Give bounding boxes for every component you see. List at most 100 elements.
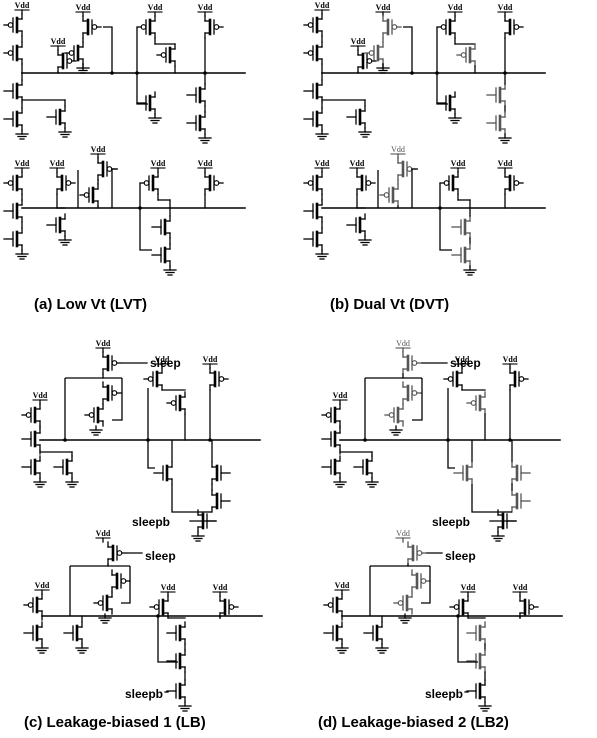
junction-dot xyxy=(146,438,150,442)
pmos-bubble xyxy=(368,50,375,56)
pmos-bubble xyxy=(143,180,150,186)
wire xyxy=(139,183,152,251)
wire xyxy=(411,168,418,208)
wire xyxy=(471,484,505,513)
junction-dot xyxy=(456,614,460,618)
sleepb-label: sleepb xyxy=(432,515,470,529)
pmos-bubble xyxy=(65,180,72,186)
vdd-label: Vdd xyxy=(96,339,111,348)
wire xyxy=(412,378,423,421)
pmos-bubble xyxy=(213,180,220,186)
vdd-label: Vdd xyxy=(15,1,30,10)
vdd-label: Vdd xyxy=(350,159,365,168)
pmos-bubble xyxy=(307,50,314,56)
pmos-bubble xyxy=(7,22,14,28)
pmos-bubble xyxy=(307,22,314,28)
pmos-bubble xyxy=(218,376,225,382)
vdd-label: Vdd xyxy=(198,3,213,12)
junction-dot xyxy=(138,206,142,210)
wire xyxy=(171,484,205,513)
pmos-bubble xyxy=(383,192,390,198)
vdd-label: Vdd xyxy=(50,159,65,168)
vdd-label: Vdd xyxy=(15,159,30,168)
pmos-bubble xyxy=(27,602,34,608)
pmos-bubble xyxy=(153,604,160,610)
vdd-label: Vdd xyxy=(335,581,350,590)
sleepb-label: sleepb xyxy=(425,687,463,701)
vdd-label: Vdd xyxy=(315,1,330,10)
pmos-bubble xyxy=(447,376,454,382)
pmos-bubble xyxy=(443,180,450,186)
junction-dot xyxy=(410,71,414,75)
vdd-label: Vdd xyxy=(376,3,391,12)
pmos-bubble xyxy=(460,52,467,58)
wire xyxy=(136,27,148,105)
vdd-label: Vdd xyxy=(203,355,218,364)
sleep-label: sleep xyxy=(445,549,476,563)
wire xyxy=(157,616,178,663)
vdd-label: Vdd xyxy=(461,583,476,592)
pmos-bubble xyxy=(140,24,147,30)
pmos-bubble xyxy=(120,578,127,584)
vdd-label: Vdd xyxy=(455,355,470,364)
pmos-bubble xyxy=(7,50,14,56)
vdd-label: Vdd xyxy=(333,391,348,400)
wire xyxy=(457,616,478,663)
vdd-label: Vdd xyxy=(155,355,170,364)
pmos-bubble xyxy=(440,24,447,30)
vdd-label: Vdd xyxy=(451,159,466,168)
caption-leakage-biased-2: (d) Leakage-biased 2 (LB2) xyxy=(318,714,509,731)
wire xyxy=(403,26,413,73)
junction-dot xyxy=(508,438,512,442)
vdd-label: Vdd xyxy=(351,37,366,46)
vdd-label: Vdd xyxy=(148,3,163,12)
vdd-label: Vdd xyxy=(51,37,66,46)
pmos-bubble xyxy=(513,24,520,30)
pmos-bubble xyxy=(325,412,332,418)
pmos-bubble xyxy=(7,180,14,186)
pmos-bubble xyxy=(228,604,235,610)
vdd-label: Vdd xyxy=(151,159,166,168)
pmos-bubble xyxy=(388,412,395,418)
caption-leakage-biased-1: (c) Leakage-biased 1 (LB) xyxy=(24,714,206,731)
pmos-bubble xyxy=(470,400,477,406)
pmos-bubble xyxy=(411,390,418,396)
sleep-label: sleep xyxy=(150,356,181,370)
pmos-bubble xyxy=(88,412,95,418)
junction-dot xyxy=(435,71,439,75)
pmos-bubble xyxy=(416,550,423,556)
junction-dot xyxy=(446,438,450,442)
pmos-bubble xyxy=(83,192,90,198)
vdd-label: Vdd xyxy=(96,529,111,538)
vdd-label: Vdd xyxy=(503,355,518,364)
pmos-bubble xyxy=(327,602,334,608)
vdd-label: Vdd xyxy=(391,145,405,154)
pmos-bubble xyxy=(170,400,177,406)
pmos-bubble xyxy=(518,376,525,382)
pmos-bubble xyxy=(528,604,535,610)
vdd-label: Vdd xyxy=(498,159,513,168)
pmos-bubble xyxy=(391,24,398,30)
vdd-label: Vdd xyxy=(91,145,106,154)
vdd-label: Vdd xyxy=(396,529,410,538)
pmos-bubble xyxy=(116,550,123,556)
vdd-label: Vdd xyxy=(198,159,213,168)
pmos-bubble xyxy=(68,50,75,56)
wire xyxy=(121,566,131,604)
wire xyxy=(112,378,123,421)
wire xyxy=(421,566,431,604)
pmos-bubble xyxy=(91,24,98,30)
caption-dual-vt: (b) Dual Vt (DVT) xyxy=(330,296,450,313)
vdd-label: Vdd xyxy=(213,583,228,592)
junction-dot xyxy=(208,438,212,442)
pmos-bubble xyxy=(453,604,460,610)
pmos-bubble xyxy=(365,180,372,186)
pmos-bubble xyxy=(513,180,520,186)
wire xyxy=(447,388,455,469)
vdd-label: Vdd xyxy=(513,583,528,592)
junction-dot xyxy=(156,614,160,618)
sleep-label: sleep xyxy=(145,549,176,563)
pmos-bubble xyxy=(106,166,113,172)
sleepb-label: sleepb xyxy=(125,687,163,701)
